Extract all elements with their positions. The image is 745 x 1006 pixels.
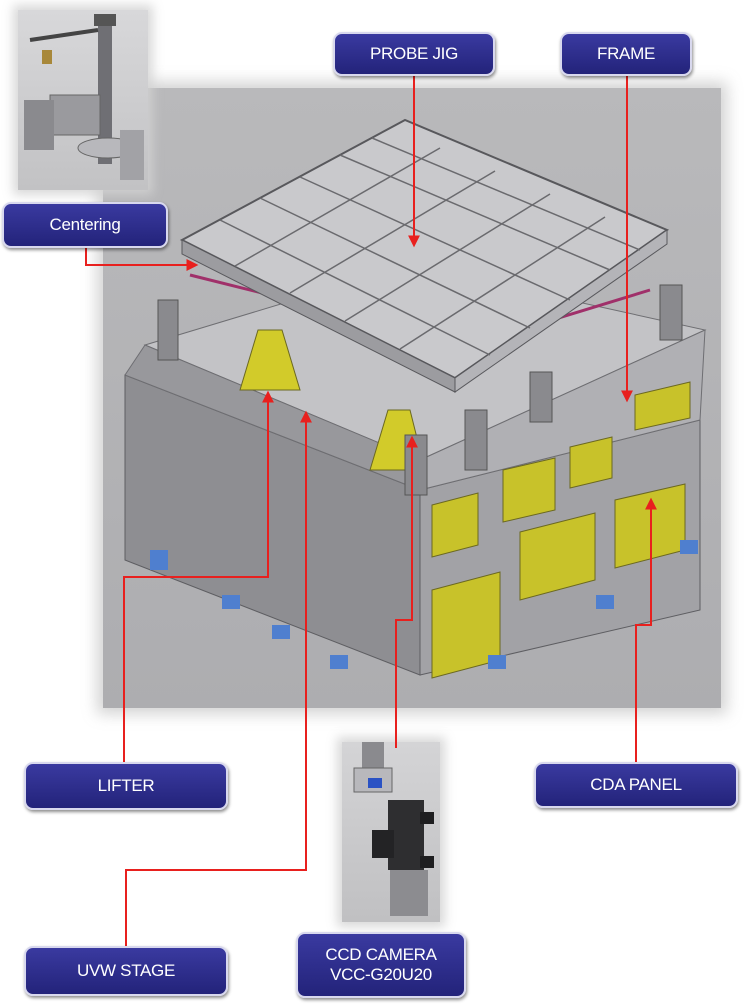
ccd-camera-line1: CCD CAMERA [325,944,437,964]
lifter-text: LIFTER [97,775,155,795]
leader-ccd-camera [395,435,418,748]
cda-panel-text: CDA PANEL [590,774,682,794]
ccd-camera-label: CCD CAMERA VCC-G20U20 [296,932,466,998]
ccd-camera-drawing [353,742,434,916]
frame-label: FRAME [560,32,692,76]
leader-lifter [123,390,274,762]
probe-jig-label: PROBE JIG [333,32,495,76]
leader-centering [85,246,199,271]
leader-uvw-stage [125,410,312,947]
uvw-stage-label: UVW STAGE [24,946,228,996]
ccd-camera-line2: VCC-G20U20 [330,965,432,984]
leader-lines [85,75,657,947]
cda-panel-label: CDA PANEL [534,762,738,808]
centering-mechanism-drawing [24,14,144,180]
lifter-label: LIFTER [24,762,228,810]
centering-label: Centering [2,202,168,248]
uvw-stage-text: UVW STAGE [76,960,176,980]
centering-text: Centering [49,214,121,234]
leader-cda-panel [635,497,657,763]
machine-drawing [124,118,707,679]
frame-text: FRAME [596,43,655,63]
probe-jig-text: PROBE JIG [370,43,458,63]
